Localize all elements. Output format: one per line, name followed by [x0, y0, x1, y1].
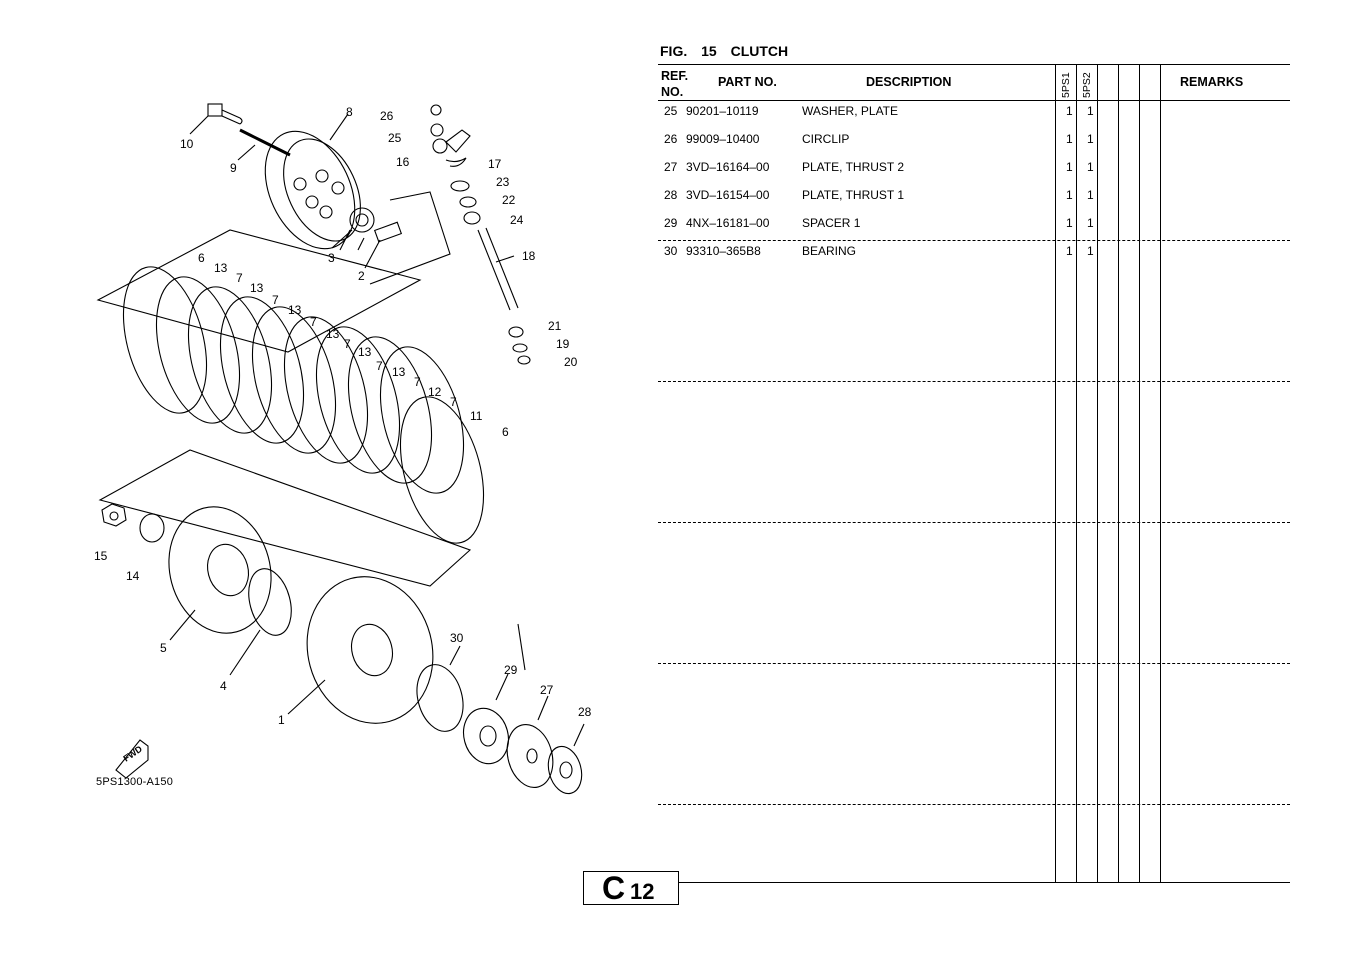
column-rule: [1097, 64, 1098, 882]
header-remarks: REMARKS: [1180, 75, 1244, 89]
svg-text:24: 24: [510, 213, 524, 227]
header-ref-no: REF. NO.: [661, 69, 689, 99]
figure-title: FIG. 15 CLUTCH: [660, 43, 798, 59]
svg-text:7: 7: [344, 337, 351, 351]
header-part-no: PART NO.: [718, 75, 777, 89]
table-top-rule: [658, 64, 1290, 65]
column-rule: [1160, 64, 1161, 882]
page-number-box: C 12: [583, 870, 679, 906]
svg-text:6: 6: [502, 425, 509, 439]
svg-text:16: 16: [396, 155, 410, 169]
svg-text:30: 30: [450, 631, 464, 645]
svg-text:13: 13: [358, 345, 372, 359]
svg-text:21: 21: [548, 319, 562, 333]
svg-text:6: 6: [198, 251, 205, 265]
footer-rule: [679, 882, 1290, 883]
svg-text:25: 25: [388, 131, 402, 145]
svg-text:19: 19: [556, 337, 570, 351]
svg-text:11: 11: [470, 409, 483, 423]
column-rule: [1118, 64, 1119, 882]
figure-name: CLUTCH: [730, 43, 789, 59]
group-separator: [658, 663, 1290, 664]
svg-text:7: 7: [376, 359, 383, 373]
table-header-rule: [658, 100, 1290, 101]
svg-text:2: 2: [358, 269, 365, 283]
svg-text:7: 7: [414, 375, 421, 389]
figure-label: FIG.: [660, 43, 688, 59]
svg-text:14: 14: [126, 569, 140, 583]
svg-text:27: 27: [540, 683, 554, 697]
header-model-5ps2: 5PS2: [1081, 72, 1093, 98]
svg-text:13: 13: [288, 303, 302, 317]
group-separator: [658, 381, 1290, 382]
svg-text:3: 3: [328, 251, 335, 265]
header-model-5ps1: 5PS1: [1060, 72, 1072, 98]
svg-text:13: 13: [326, 327, 340, 341]
group-separator: [658, 240, 1290, 241]
header-description: DESCRIPTION: [866, 75, 952, 89]
column-rule: [1139, 64, 1140, 882]
svg-text:18: 18: [522, 249, 536, 263]
diagram-code: 5PS1300-A150: [96, 776, 174, 788]
svg-text:7: 7: [272, 293, 279, 307]
svg-text:1: 1: [278, 713, 285, 727]
svg-text:10: 10: [180, 137, 194, 151]
svg-text:29: 29: [504, 663, 518, 677]
svg-text:7: 7: [450, 395, 457, 409]
svg-text:4: 4: [220, 679, 227, 693]
svg-text:13: 13: [392, 365, 406, 379]
svg-text:13: 13: [214, 261, 228, 275]
group-separator: [658, 804, 1290, 805]
svg-text:5: 5: [160, 641, 167, 655]
svg-text:15: 15: [94, 549, 108, 563]
svg-text:9: 9: [230, 161, 237, 175]
svg-text:7: 7: [310, 315, 317, 329]
column-rule: [1076, 64, 1077, 882]
group-separator: [658, 522, 1290, 523]
svg-text:8: 8: [346, 105, 353, 119]
page-number: 12: [630, 879, 655, 904]
svg-text:7: 7: [236, 271, 243, 285]
svg-text:23: 23: [496, 175, 510, 189]
svg-text:17: 17: [488, 157, 502, 171]
svg-text:13: 13: [250, 281, 264, 295]
column-rule: [1055, 64, 1056, 882]
fwd-label: FWD: [121, 743, 144, 763]
figure-number: 15: [701, 43, 717, 59]
svg-text:20: 20: [564, 355, 578, 369]
svg-text:26: 26: [380, 109, 394, 123]
svg-text:12: 12: [428, 385, 442, 399]
svg-text:28: 28: [578, 705, 592, 719]
page-letter: C: [602, 870, 626, 906]
svg-text:22: 22: [502, 193, 516, 207]
